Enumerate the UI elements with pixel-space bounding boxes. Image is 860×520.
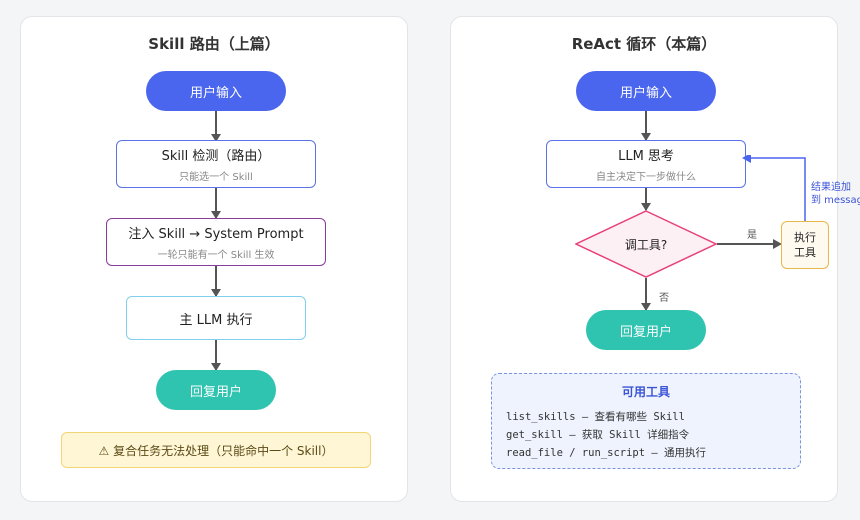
available-tools-box: 可用工具 list_skills — 查看有哪些 Skill get_skill…	[491, 373, 801, 469]
llm-think-sub: 自主决定下一步做什么	[596, 172, 696, 183]
warning-box: ⚠ 复合任务无法处理（只能命中一个 Skill）	[61, 432, 371, 468]
feedback-label: 结果追加 到 messages	[811, 181, 860, 207]
right-arrow-2	[641, 188, 651, 211]
left-reply-node: 回复用户	[156, 370, 276, 410]
no-arrow	[641, 278, 651, 311]
warning-text: ⚠ 复合任务无法处理（只能命中一个 Skill）	[98, 443, 334, 458]
skill-detect-node: Skill 检测（路由） 只能选一个 Skill	[116, 140, 316, 188]
right-panel: ReAct 循环（本篇） 用户输入 LLM 思考 自主决定下一步做什么 调工具?…	[450, 16, 860, 502]
decision-diamond	[575, 210, 717, 278]
yes-arrow	[717, 239, 782, 249]
main-llm-exec-node: 主 LLM 执行	[126, 296, 306, 340]
tool-item: list_skills — 查看有哪些 Skill	[506, 411, 685, 423]
exec-tool-node: 执行 工具	[781, 221, 829, 269]
tool-item: read_file / run_script — 通用执行	[506, 447, 707, 459]
llm-think-label: LLM 思考	[618, 149, 674, 164]
yes-label: 是	[747, 230, 757, 241]
left-user-input-node: 用户输入	[146, 71, 286, 111]
feedback-label-2: 到 messages	[811, 195, 860, 206]
right-reply-node: 回复用户	[586, 310, 706, 350]
inject-skill-label: 注入 Skill → System Prompt	[128, 227, 304, 242]
exec-tool-label-2: 工具	[794, 246, 816, 259]
decision-label-box: 调工具?	[575, 210, 717, 278]
llm-think-node: LLM 思考 自主决定下一步做什么	[546, 140, 746, 188]
skill-detect-label: Skill 检测（路由）	[161, 149, 271, 164]
tool-item: get_skill — 获取 Skill 详细指令	[506, 429, 690, 441]
inject-skill-sub: 一轮只能有一个 Skill 生效	[157, 250, 275, 261]
left-reply-label: 回复用户	[189, 384, 242, 400]
left-user-input-label: 用户输入	[189, 85, 242, 101]
left-arrow-4	[211, 340, 221, 371]
skill-detect-sub: 只能选一个 Skill	[179, 172, 253, 183]
inject-skill-node: 注入 Skill → System Prompt 一轮只能有一个 Skill 生…	[106, 218, 326, 266]
left-arrow-1	[211, 111, 221, 142]
right-user-input-label: 用户输入	[619, 85, 672, 101]
right-arrow-1	[641, 111, 651, 141]
left-panel: Skill 路由（上篇） 用户输入 Skill 检测（路由） 只能选一个 Ski…	[20, 16, 408, 502]
feedback-label-1: 结果追加	[811, 182, 851, 193]
main-llm-exec-label: 主 LLM 执行	[179, 312, 253, 328]
right-panel-title: ReAct 循环（本篇）	[571, 35, 717, 53]
feedback-arrow	[742, 155, 806, 221]
left-panel-title: Skill 路由（上篇）	[148, 35, 280, 53]
decision-label: 调工具?	[624, 237, 668, 252]
right-reply-label: 回复用户	[619, 324, 672, 340]
right-user-input-node: 用户输入	[576, 71, 716, 111]
exec-tool-label-1: 执行	[794, 231, 816, 244]
left-arrow-3	[211, 266, 221, 297]
left-arrow-2	[211, 188, 221, 219]
tools-title: 可用工具	[621, 385, 670, 399]
no-label: 否	[659, 293, 669, 304]
